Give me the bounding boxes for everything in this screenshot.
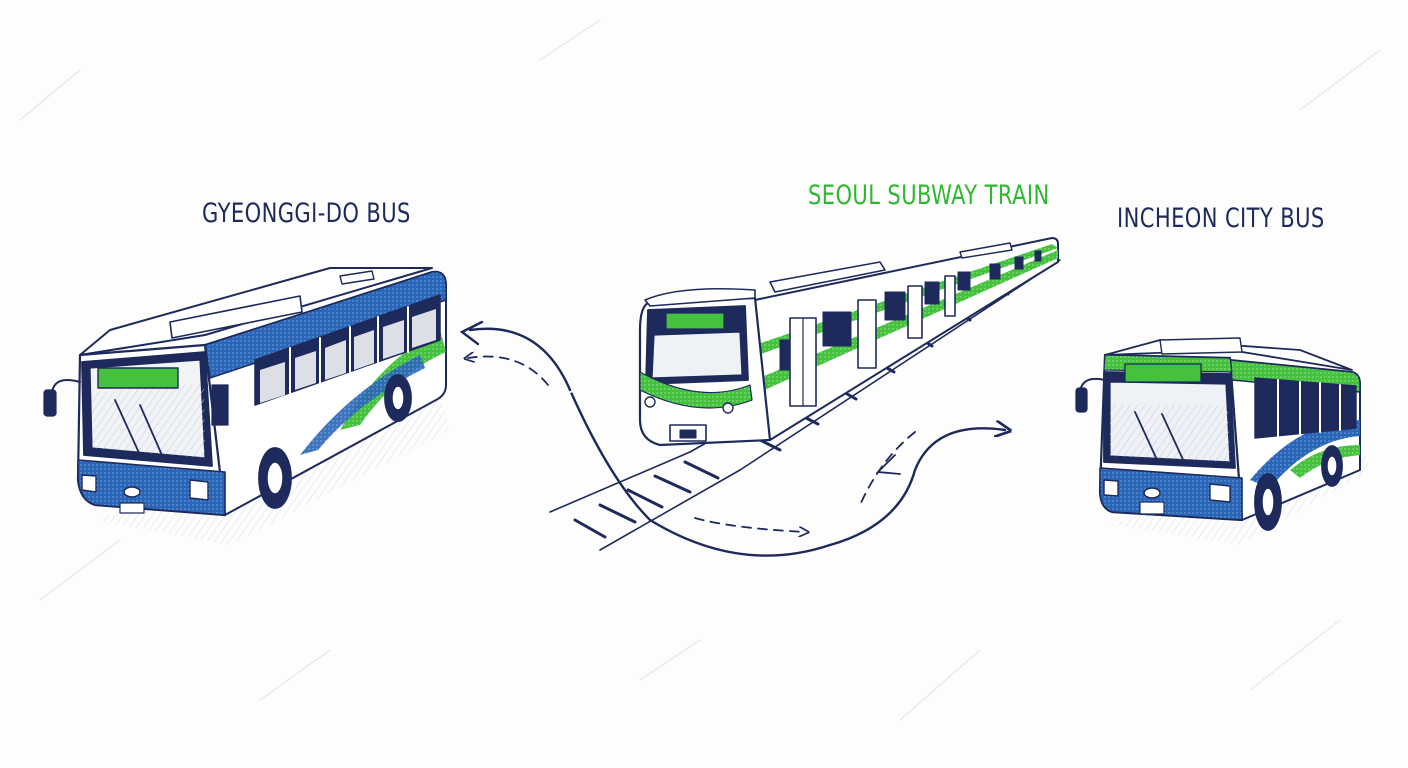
incheon-bus-label: INCHEON CITY BUS [1117, 203, 1325, 234]
gyeonggi-bus-label: GYEONGGI-DO BUS [202, 198, 411, 229]
subway-train-icon [549, 237, 1061, 551]
seoul-subway-label: SEOUL SUBWAY TRAIN [808, 180, 1050, 211]
incheon-bus-icon [1075, 337, 1370, 545]
gyeonggi-bus-icon [43, 267, 450, 545]
transfer-arrow-icon [459, 320, 1005, 557]
background-sketch-strokes [19, 19, 1381, 721]
